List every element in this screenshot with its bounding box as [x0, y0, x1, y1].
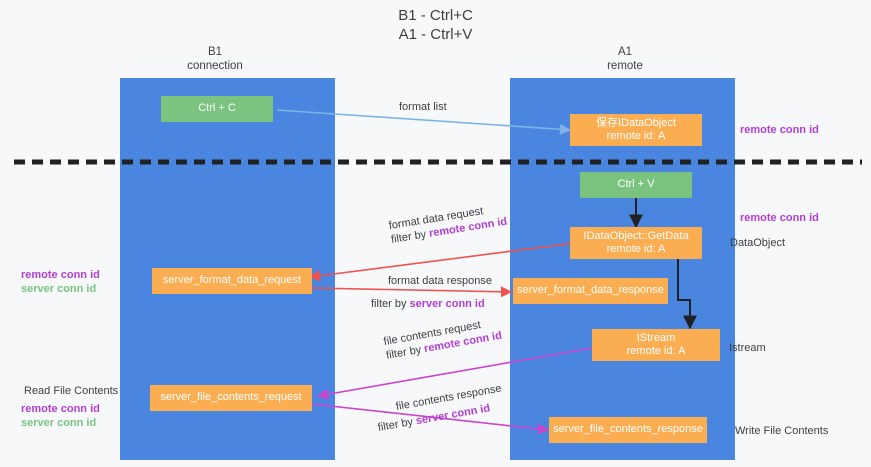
annotation-right-dataobject: DataObject — [730, 237, 786, 249]
node-ctrl-c-label: Ctrl + C — [198, 102, 236, 115]
node-server-file-contents-request[interactable]: server_file_contents_request — [150, 385, 312, 411]
node-idataobject-getdata[interactable]: IDataObject::GetData remote id: A — [570, 227, 702, 259]
node-ctrl-v[interactable]: Ctrl + V — [580, 172, 692, 198]
arrow-getdata-to-istream — [677, 258, 697, 330]
node-istream[interactable]: IStream remote id: A — [592, 329, 720, 361]
edge-label-format-list: format list — [399, 100, 447, 114]
lane-header-a1-name: A1 — [617, 46, 633, 58]
title-line-1: B1 - Ctrl+C — [398, 7, 473, 24]
annotation-right-remote-conn-id-mid: remote conn id — [740, 212, 819, 224]
node-getdata-line1: IDataObject::GetData — [583, 229, 689, 242]
lane-header-b1-sub: connection — [187, 60, 243, 72]
lane-header-a1-sub: remote — [607, 60, 643, 72]
lane-header-a1: A1 remote — [565, 45, 685, 73]
node-server-format-data-request[interactable]: server_format_data_request — [152, 268, 312, 294]
edge-label-format-data-response: format data response — [388, 274, 492, 288]
arrow-format-list — [276, 109, 572, 135]
node-server-file-contents-request-label: server_file_contents_request — [160, 391, 302, 404]
node-server-file-contents-response-label: server_file_contents_response — [553, 423, 703, 436]
node-istream-line2: remote id: A — [626, 345, 686, 357]
lane-header-b1-name: B1 — [207, 46, 223, 58]
node-save-idataobject-line2: remote id: A — [606, 130, 666, 142]
annotation-left-server-conn-id-bot: server conn id — [21, 417, 97, 429]
annotation-left-remote-conn-id-bot: remote conn id — [21, 403, 100, 415]
node-server-format-data-request-label: server_format_data_request — [162, 274, 302, 287]
edge-label-fdres-filter-key: server conn id — [409, 298, 485, 310]
node-ctrl-c[interactable]: Ctrl + C — [161, 96, 273, 122]
edge-label-format-data-response-filter: filter by server conn id — [371, 297, 485, 311]
annotation-left-read-file-contents: Read File Contents — [24, 385, 119, 397]
edge-label-fdres-filter-pre: filter by — [371, 298, 410, 310]
arrow-format-data-response — [311, 286, 513, 298]
edge-label-format-list-text: format list — [399, 101, 447, 113]
edge-label-format-data-response-text: format data response — [388, 275, 492, 287]
node-save-idataobject-line1: 保存IDataObject — [595, 116, 677, 129]
node-ctrl-v-label: Ctrl + V — [617, 178, 655, 191]
node-istream-line1: IStream — [636, 331, 676, 344]
arrow-format-data-request — [308, 242, 576, 282]
annotation-left-remote-conn-id-mid: remote conn id — [21, 269, 100, 281]
annotation-right-write-file-contents: Write File Contents — [735, 425, 829, 437]
node-getdata-line2: remote id: A — [606, 243, 666, 255]
title-line-2: A1 - Ctrl+V — [398, 26, 473, 43]
annotation-right-remote-conn-id-top: remote conn id — [740, 124, 819, 136]
lane-header-b1: B1 connection — [155, 45, 275, 73]
arrow-file-contents-response — [311, 403, 550, 435]
node-server-format-data-response-label: server_format_data_response — [517, 284, 664, 297]
arrow-file-contents-request — [316, 347, 593, 400]
annotation-right-istream: Istream — [729, 342, 766, 354]
page-title: B1 - Ctrl+C A1 - Ctrl+V — [0, 6, 871, 44]
node-server-format-data-response[interactable]: server_format_data_response — [513, 278, 668, 304]
node-server-file-contents-response[interactable]: server_file_contents_response — [549, 417, 707, 443]
node-save-idataobject[interactable]: 保存IDataObject remote id: A — [570, 114, 702, 146]
annotation-left-server-conn-id-mid: server conn id — [21, 283, 97, 295]
